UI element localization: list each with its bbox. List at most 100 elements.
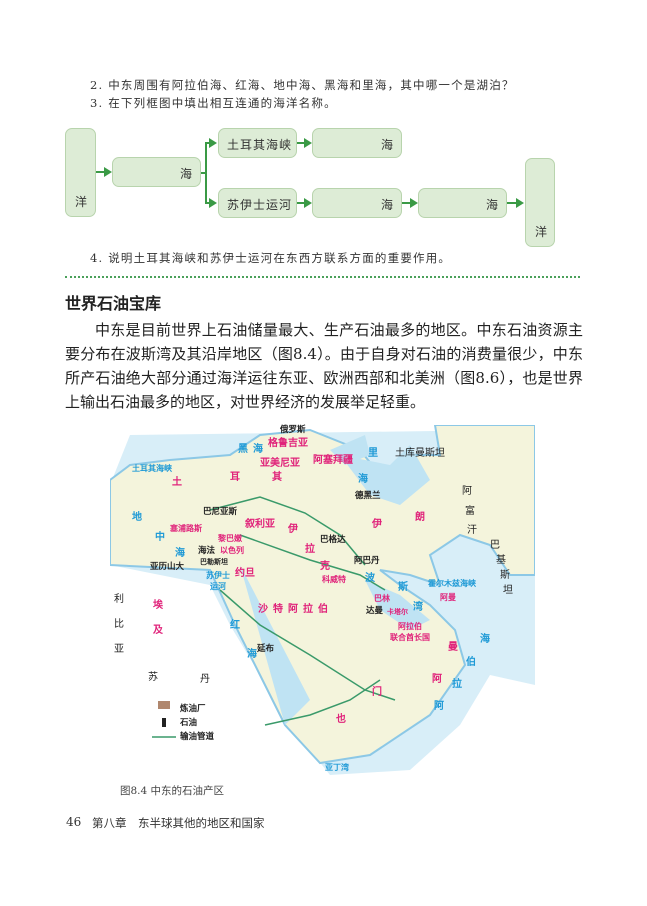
red-sea-shape xyxy=(240,565,310,725)
section-paragraph: 中东是目前世界上石油储量最大、生产石油最多的地区。中东石油资源主要分布在波斯湾及… xyxy=(65,321,583,411)
label-black-sea: 黑 xyxy=(238,444,248,455)
question-3: 3. 在下列框图中填出相互连通的海洋名称。 xyxy=(90,96,337,110)
city-abadan: 阿巴丹 xyxy=(354,556,380,566)
figure-caption: 图8.4 中东的石油产区 xyxy=(120,785,225,797)
label-iraq: 拉 xyxy=(305,544,315,555)
arrow xyxy=(297,138,312,148)
label-strait-of-hormuz: 霍尔木兹海峡 xyxy=(428,579,476,588)
caspian-shape xyxy=(340,445,430,505)
label-suez-canal: 苏伊士 xyxy=(206,571,230,580)
arrow xyxy=(297,198,312,208)
label-yemen: 也 xyxy=(336,714,346,725)
label-gulf-of-aden: 亚丁湾 xyxy=(325,763,349,772)
arrow xyxy=(507,198,524,208)
city-yanbu: 延布 xyxy=(257,644,275,654)
label: 洋 xyxy=(535,225,548,239)
label-arabian-sea: 阿 xyxy=(434,701,444,712)
pipeline xyxy=(239,534,386,591)
label-israel: 以色列 xyxy=(220,546,244,555)
middle-east-oil-map: 炼油厂 石油 输油管道 土 耳 其 格鲁吉亚 亚美尼亚 阿塞拜疆 伊 朗 叙利亚… xyxy=(110,425,535,785)
oil-well-icon xyxy=(162,718,166,727)
black-sea-edge xyxy=(330,435,370,465)
label-egypt: 埃 xyxy=(153,600,163,611)
left-ocean-box[interactable]: 洋 xyxy=(65,128,96,217)
refinery-icon xyxy=(158,701,170,709)
question-4: 4. 说明土耳其海峡和苏伊士运河在东西方联系方面的重要作用。 xyxy=(90,251,452,265)
sea2-box[interactable]: 海 xyxy=(312,128,402,158)
legend xyxy=(152,701,176,738)
label-uae: 阿拉伯 xyxy=(398,622,422,631)
label-saudi-arabia: 沙特阿拉伯 xyxy=(258,604,333,615)
chapter-title: 第八章 东半球其他的地区和国家 xyxy=(92,816,265,830)
label: 海 xyxy=(380,138,393,152)
label-libya: 利 xyxy=(114,594,124,605)
label-caspian-sea: 海 xyxy=(358,474,368,485)
label-persian-gulf: 斯 xyxy=(398,582,408,593)
label-turkish-straits: 土耳其海峡 xyxy=(132,464,172,473)
label-pakistan: 斯 xyxy=(500,570,510,581)
label: 海 xyxy=(179,167,192,181)
label-libya: 亚 xyxy=(114,644,124,655)
label-lebanon: 黎巴嫩 xyxy=(218,534,242,543)
label-black-sea: 海 xyxy=(253,444,263,455)
label-persian-gulf: 波 xyxy=(365,573,375,584)
sea3-box[interactable]: 海 xyxy=(312,188,402,218)
label-sudan: 丹 xyxy=(200,674,210,685)
label-uae: 联合酋长国 xyxy=(390,633,430,642)
label-red-sea: 红 xyxy=(230,620,240,631)
label-armenia: 亚美尼亚 xyxy=(260,458,300,469)
label: 海 xyxy=(485,198,498,212)
label-afghanistan: 阿 xyxy=(462,486,472,497)
label-iraq: 克 xyxy=(320,561,330,572)
label-arabian-sea: 海 xyxy=(480,634,490,645)
legend-refinery: 炼油厂 xyxy=(180,704,206,714)
label-qatar: 卡塔尔 xyxy=(387,608,408,616)
city-baghdad: 巴格达 xyxy=(320,535,346,545)
connector xyxy=(201,172,207,174)
sea4-box[interactable]: 海 xyxy=(418,188,507,218)
label-suez-canal: 运河 xyxy=(210,582,226,591)
label-georgia: 格鲁吉亚 xyxy=(268,438,308,449)
label-russia: 俄罗斯 xyxy=(280,425,306,435)
pipeline xyxy=(264,679,381,726)
label-red-sea: 海 xyxy=(247,649,257,660)
label-arabian-sea: 伯 xyxy=(466,657,476,668)
section-title: 世界石油宝库 xyxy=(65,294,162,313)
city-baniyas: 巴尼亚斯 xyxy=(203,507,238,517)
label: 土耳其海峡 xyxy=(227,138,293,152)
label: 海 xyxy=(380,198,393,212)
label-mediterranean: 地 xyxy=(132,512,142,523)
arrow xyxy=(96,167,112,177)
label-persian-gulf: 湾 xyxy=(413,602,423,613)
label-turkey: 土 xyxy=(172,477,182,488)
label-oman: 阿 xyxy=(432,674,442,685)
label-oman: 曼 xyxy=(448,642,458,653)
label-pakistan: 巴 xyxy=(490,540,500,551)
divider xyxy=(65,276,580,278)
question-2: 2. 中东周围有阿拉伯海、红海、地中海、黑海和里海，其中哪一个是湖泊？ xyxy=(90,78,515,92)
label-egypt: 及 xyxy=(153,625,163,636)
label-bahrain: 巴林 xyxy=(374,594,390,603)
connector xyxy=(205,143,207,203)
legend-oil: 石油 xyxy=(180,718,198,728)
label-afghanistan: 富 xyxy=(465,506,475,517)
label-iran: 伊 xyxy=(372,519,382,530)
right-ocean-box[interactable]: 洋 xyxy=(525,158,555,247)
legend-pipeline: 输油管道 xyxy=(180,732,215,742)
map-graphic xyxy=(110,425,535,785)
arrow xyxy=(205,138,217,148)
arrow xyxy=(402,198,418,208)
page-number: 46 xyxy=(66,815,82,829)
label-iran: 朗 xyxy=(415,512,425,523)
label-mediterranean: 中 xyxy=(155,532,165,543)
city-alexandria: 亚历山大 xyxy=(150,562,185,572)
label-turkey: 其 xyxy=(272,472,282,483)
label-yemen: 门 xyxy=(372,687,382,698)
label-turkey: 耳 xyxy=(230,472,240,483)
label-turkmenistan: 土库曼斯坦 xyxy=(395,448,445,459)
sea1-box[interactable]: 海 xyxy=(112,157,201,187)
label-iraq: 伊 xyxy=(288,524,298,535)
label: 苏伊士运河 xyxy=(227,198,293,212)
label-pakistan: 基 xyxy=(496,555,506,566)
label-cyprus: 塞浦路斯 xyxy=(170,524,202,533)
